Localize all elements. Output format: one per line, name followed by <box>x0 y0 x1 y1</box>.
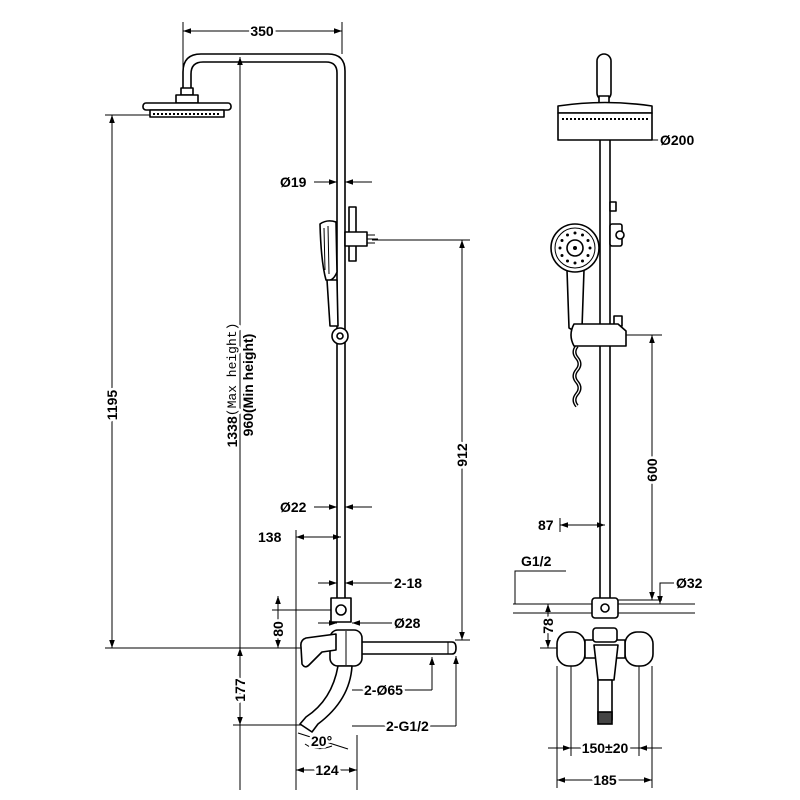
mixer-handle <box>593 644 619 681</box>
max-height-value: 1338 <box>224 416 240 447</box>
nozzle-dot <box>588 246 592 250</box>
hand-shower-handle <box>326 279 339 327</box>
front-view-column <box>599 140 611 600</box>
label-width-350: 350 <box>250 23 274 39</box>
shower-head-plate <box>142 102 232 111</box>
label-height-600: 600 <box>644 458 660 482</box>
nozzle-dot <box>560 239 564 242</box>
nozzle-dot <box>566 233 569 237</box>
label-dia-22: Ø22 <box>280 499 307 515</box>
side-view-labels: 350 Ø19 1195 1338(Max height) 960(Min he… <box>102 21 473 781</box>
label-spacing-150: 150±20 <box>582 740 629 756</box>
shower-head-top-plate <box>557 101 653 114</box>
side-view-column <box>182 53 346 600</box>
mixer-left-connector <box>556 631 586 667</box>
tub-spout-curved <box>299 665 353 733</box>
shower-head-body <box>557 112 653 141</box>
side-view-holder <box>344 206 378 262</box>
label-width-185: 185 <box>593 772 617 788</box>
nozzle-dot <box>566 259 569 263</box>
label-offset-78: 78 <box>540 618 556 634</box>
label-thread-2-18: 2-18 <box>394 575 422 591</box>
column-outer-edge <box>182 53 346 600</box>
hand-shower-face-ring <box>554 227 596 269</box>
label-thread-g12: G1/2 <box>521 553 552 569</box>
nozzle-dot <box>573 231 577 235</box>
clip-knob <box>615 230 625 240</box>
bath-spout-horizontal <box>359 641 457 655</box>
clip-top-stop <box>609 201 617 212</box>
front-view-hand-shower <box>550 223 600 408</box>
side-view-mixer <box>299 597 457 733</box>
front-view-holder-clip <box>609 201 625 247</box>
label-angle-20: 20° <box>311 733 332 749</box>
hand-shower-face-line <box>323 227 326 271</box>
slider-bracket <box>570 323 627 347</box>
label-offset-138: 138 <box>258 529 282 545</box>
label-max-height: 1338(Max height) <box>224 323 240 448</box>
column-inner-edge <box>190 61 338 600</box>
hand-shower-face-line <box>327 225 330 275</box>
label-height-1195: 1195 <box>104 390 120 421</box>
shower-head-nut <box>180 87 194 96</box>
front-view-mixer <box>556 597 654 725</box>
mixer-right-connector <box>624 631 654 667</box>
side-view-shower-head <box>142 87 232 118</box>
label-dia-19: Ø19 <box>280 174 307 190</box>
label-holder-912: 912 <box>454 443 470 467</box>
front-view-labels: Ø200 600 87 G1/2 Ø32 78 150±20 185 <box>519 130 706 791</box>
nozzle-dot <box>586 254 590 257</box>
mixer-lever-handle <box>300 633 337 668</box>
front-view-shower-head <box>557 53 653 141</box>
side-view-dimension-lines <box>105 22 470 790</box>
side-view-hand-shower <box>319 220 349 345</box>
tub-spout-outlet <box>597 711 613 725</box>
max-height-note: (Max height) <box>225 323 240 417</box>
mixer-top-outlet <box>592 627 618 643</box>
label-dia-2-65: 2-Ø65 <box>364 682 403 698</box>
hand-shower-nozzles <box>558 231 592 265</box>
label-min-height: 960(Min height) <box>240 334 256 437</box>
label-dia-28: Ø28 <box>394 615 421 631</box>
front-view-slider <box>570 315 627 347</box>
leader-dia-32 <box>657 582 674 604</box>
column-wall-connection-ring <box>335 604 347 616</box>
nozzle-dot <box>573 261 577 265</box>
label-dia-200: Ø200 <box>660 132 694 148</box>
side-view: 350 Ø19 1195 1338(Max height) 960(Min he… <box>102 21 473 790</box>
shower-head-connector <box>175 94 199 104</box>
column-wall-connection-ring <box>600 603 610 613</box>
label-height-177: 177 <box>232 678 248 702</box>
angle-20-reference-line <box>297 732 349 750</box>
label-dia-32: Ø32 <box>676 575 703 591</box>
leader-g12 <box>514 570 566 604</box>
front-view: Ø200 600 87 G1/2 Ø32 78 150±20 185 <box>513 53 706 791</box>
label-width-124: 124 <box>315 762 339 778</box>
shower-arm-capsule <box>596 53 612 101</box>
holder-arm <box>344 231 368 247</box>
nozzle-dot <box>581 233 584 237</box>
nozzle-dot <box>581 259 584 263</box>
slider-knob-center <box>336 332 344 340</box>
angle-20-arc <box>304 743 333 750</box>
shower-hose-inner <box>573 345 581 407</box>
label-offset-87: 87 <box>538 517 554 533</box>
nozzle-dot <box>558 246 562 250</box>
nozzle-dot <box>573 246 577 250</box>
label-thread-2-g12: 2-G1/2 <box>386 718 429 734</box>
nozzle-dot <box>586 239 590 242</box>
hand-shower-handle <box>566 269 585 331</box>
nozzle-dot <box>560 254 564 257</box>
label-offset-80: 80 <box>270 621 286 637</box>
